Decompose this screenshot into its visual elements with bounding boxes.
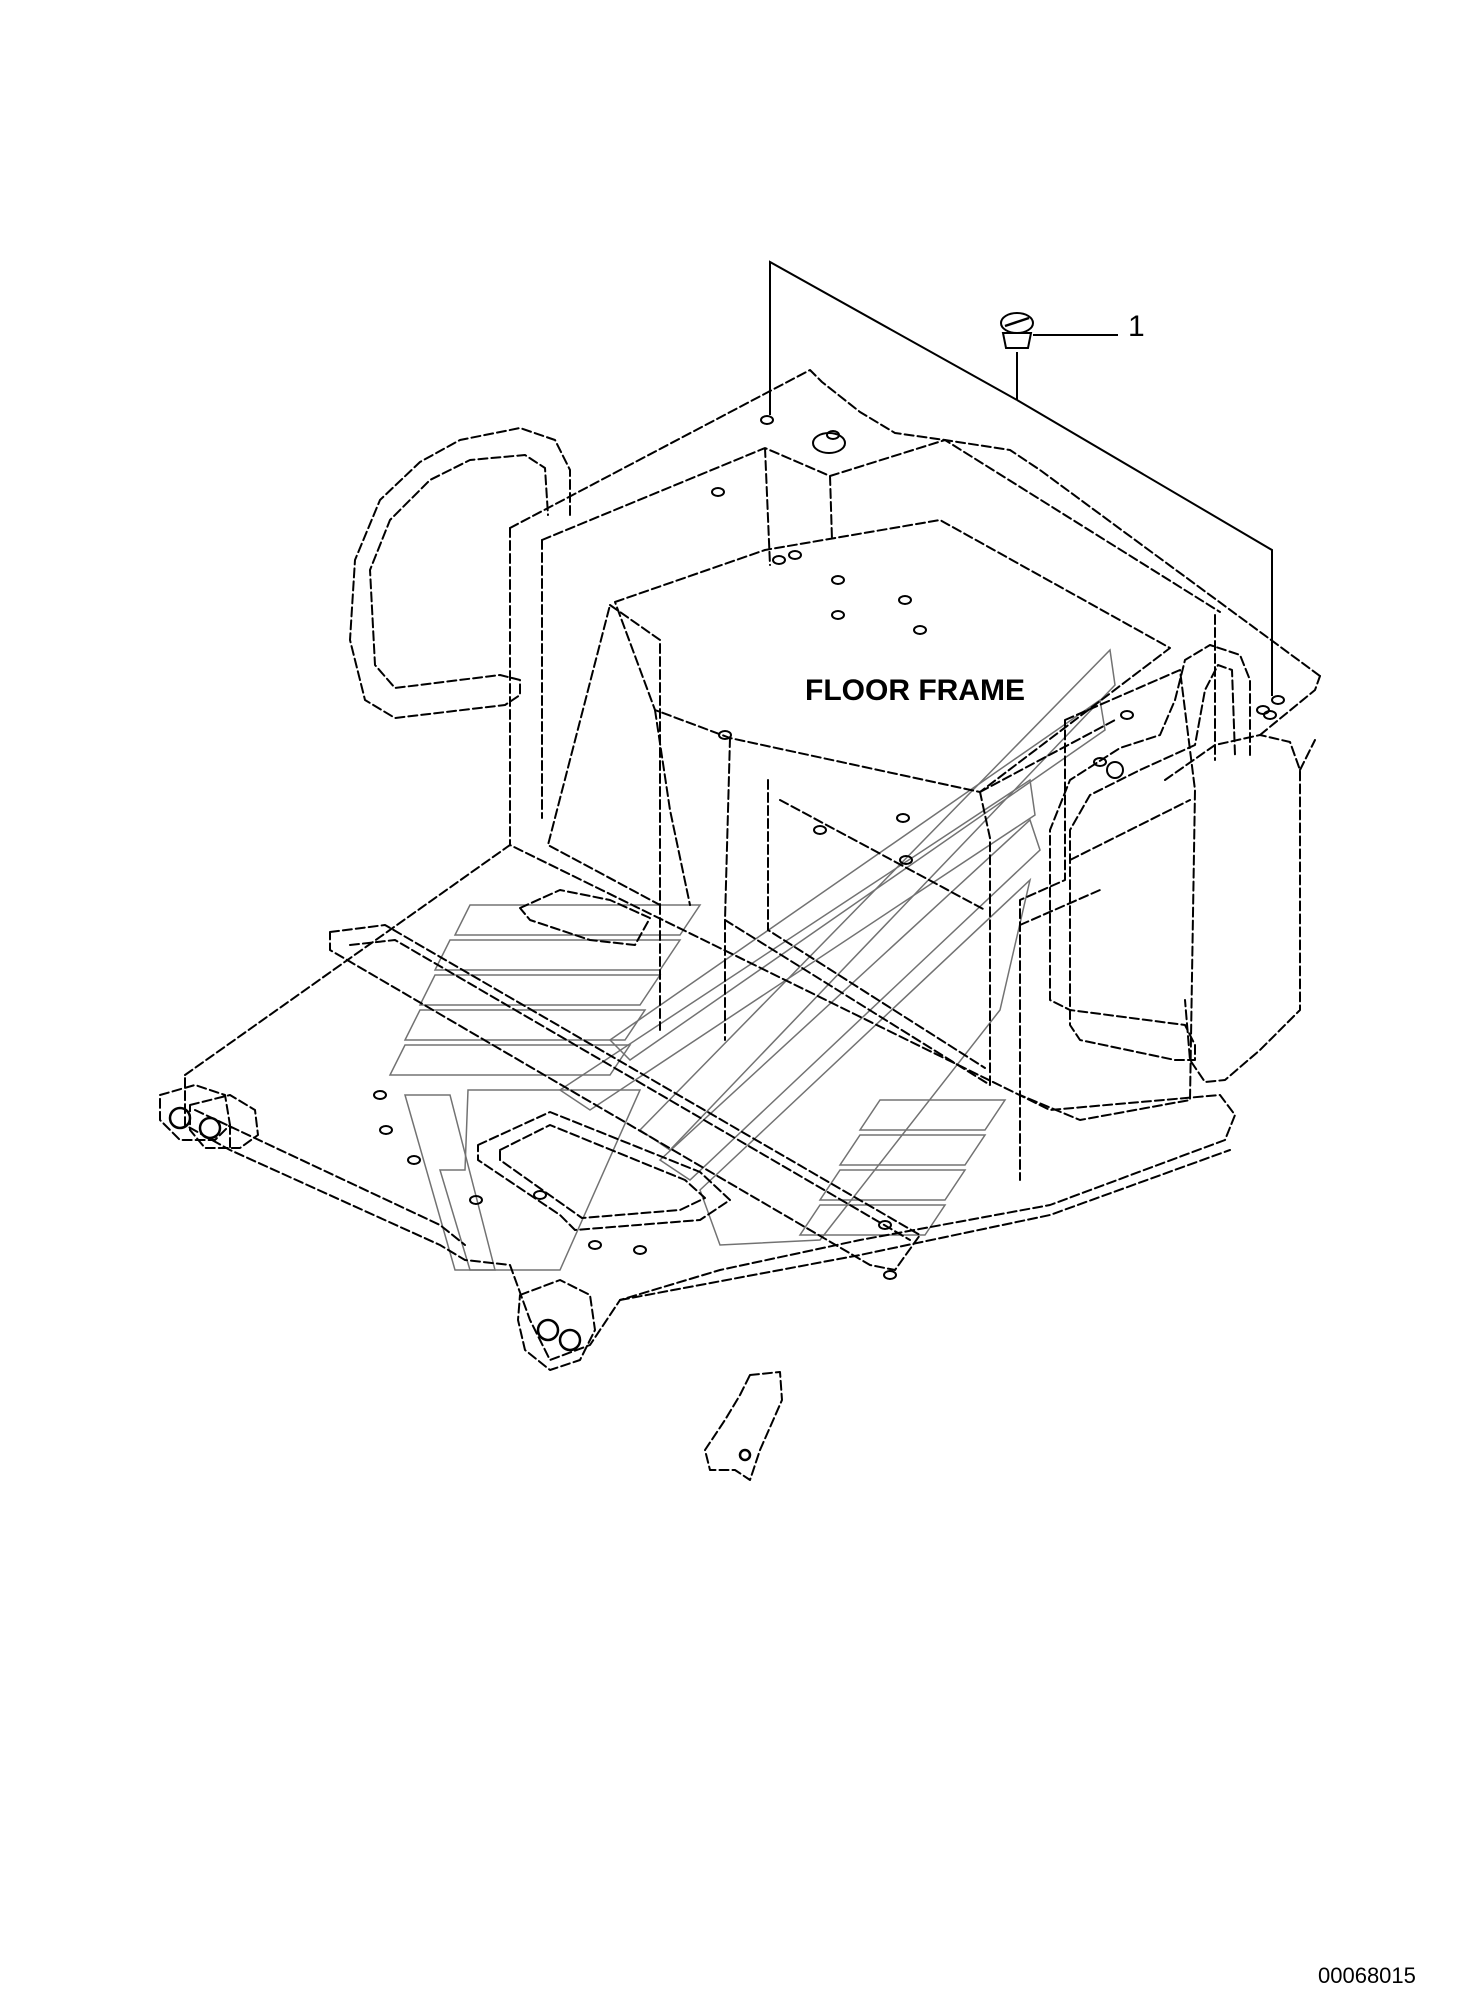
hole [379, 1125, 393, 1135]
hole [772, 555, 786, 565]
floor-frame-label: FLOOR FRAME [805, 674, 1025, 707]
hole [899, 855, 913, 865]
hole [1263, 710, 1277, 720]
access-port [812, 432, 846, 454]
hole [760, 415, 774, 425]
floor-hatch-outer [477, 1111, 731, 1231]
hole [633, 1245, 647, 1255]
hole [898, 595, 912, 605]
floor-hatch-inner [499, 1124, 706, 1219]
right-side-wall-fold [1019, 799, 1191, 926]
right-grab-rail [1049, 644, 1251, 1061]
hole [878, 1220, 892, 1230]
hinge-eye [198, 1116, 222, 1140]
hinge-eye [168, 1106, 192, 1130]
drawing-code: 00068015 [1318, 1963, 1416, 1988]
left-grab-rail [349, 427, 571, 719]
hole [718, 730, 732, 740]
hole [407, 1155, 421, 1165]
hole [711, 487, 725, 497]
mounting-holes [373, 415, 1285, 1280]
floor-frame-drawing [159, 369, 1321, 1481]
hole [883, 1270, 897, 1280]
callout-leaders [769, 260, 1273, 696]
hole [831, 575, 845, 585]
hole [913, 625, 927, 635]
floor-plate-lower-edge [194, 1109, 1231, 1301]
front-hinge-bracket [517, 1279, 596, 1371]
hole [533, 1190, 547, 1200]
countersunk-screw-icon[interactable] [1000, 312, 1034, 349]
hole [1256, 705, 1270, 715]
hole [373, 1090, 387, 1100]
hole [1106, 761, 1124, 779]
left-hinge-bracket-b [189, 1094, 259, 1149]
hinge-eyes [168, 1106, 752, 1462]
back-panel-left-side [509, 527, 543, 846]
hole [788, 550, 802, 560]
lower-link-arm [704, 1371, 783, 1481]
watermark-logo [388, 648, 1116, 1271]
hole [896, 813, 910, 823]
hole [1120, 710, 1134, 720]
hole [1093, 757, 1107, 767]
hinge-eye [536, 1318, 560, 1342]
hole [588, 1240, 602, 1250]
hole [1271, 695, 1285, 705]
back-recess-wall [541, 439, 1221, 761]
right-side-wall [1019, 669, 1196, 1121]
hole [813, 825, 827, 835]
right-curved-panel-edge [1259, 675, 1321, 771]
floor-mat-inner [349, 939, 911, 1241]
leader-to-left-hole [769, 260, 1018, 415]
link-eye [738, 1448, 752, 1462]
leader-to-right-hole [1016, 399, 1273, 696]
hole [831, 610, 845, 620]
right-curved-panel [1164, 734, 1301, 1083]
callout-number-1[interactable]: 1 [1128, 310, 1145, 343]
hinge-eye [558, 1328, 582, 1352]
floor-mat-recess [329, 924, 921, 1271]
seat-box-top [614, 519, 1171, 793]
left-hinge-bracket-a [159, 1084, 231, 1141]
upper-hatch-oval [519, 889, 651, 946]
back-panel-top-edge [509, 369, 1321, 677]
